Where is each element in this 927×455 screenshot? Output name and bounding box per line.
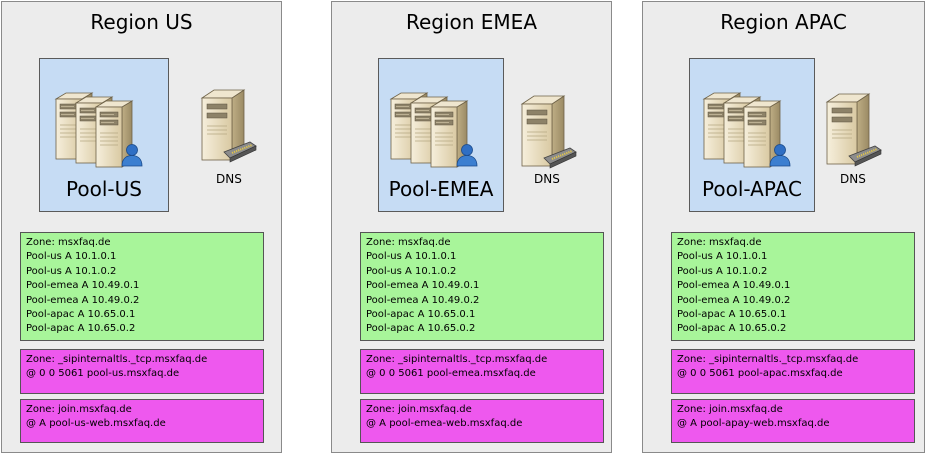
zone-record: Zone: _sipinternaltls._tcp.msxfaq.de [677,354,859,365]
zone-record: Pool-emea A 10.49.0.2 [677,294,791,306]
zone-record: Pool-apac A 10.65.0.2 [366,323,476,335]
zone-record: Zone: msxfaq.de [677,237,762,248]
zone-join-box: Zone: join.msxfaq.de @ A pool-emea-web.m… [360,399,604,443]
zone-record: Zone: _sipinternaltls._tcp.msxfaq.de [366,354,548,365]
zone-main-box: Zone: msxfaq.de Pool-us A 10.1.0.1 Pool-… [671,232,915,341]
zone-record: Pool-apac A 10.65.0.2 [26,323,136,335]
pool-box: Pool-US [39,58,169,212]
zone-join-box: Zone: join.msxfaq.de @ A pool-apay-web.m… [671,399,915,443]
region-panel: Region EMEA Pool-EMEA DNS Zone: msxfaq.d… [331,1,612,453]
region-title: Region EMEA [405,10,538,34]
dns-server-icon [198,86,258,176]
server-pool-icon [54,81,154,171]
pool-label: Pool-EMEA [388,177,494,201]
zone-record: @ 0 0 5061 pool-emea.msxfaq.de [366,368,536,380]
zone-record: Zone: join.msxfaq.de [366,404,472,415]
dns-server-icon [518,92,578,182]
zone-record: Pool-us A 10.1.0.2 [26,265,117,277]
zone-join-box: Zone: join.msxfaq.de @ A pool-us-web.msx… [20,399,264,443]
zone-record: Zone: join.msxfaq.de [677,404,783,415]
zone-record: Zone: join.msxfaq.de [26,404,132,415]
server-pool-icon [389,81,489,171]
zone-record: Pool-emea A 10.49.0.2 [366,294,480,306]
zone-record: Pool-emea A 10.49.0.1 [366,280,480,292]
region-panel: Region APAC Pool-APAC DNS Zone: msxfaq.d… [642,1,925,453]
region-panel: Region US Pool-US DNS Zone: msxfaq.de Po… [1,1,282,453]
zone-record: Zone: msxfaq.de [26,237,111,248]
dns-label: DNS [216,172,242,186]
zone-srv-box: Zone: _sipinternaltls._tcp.msxfaq.de @ 0… [671,349,915,394]
zone-record: @ A pool-apay-web.msxfaq.de [677,418,830,430]
zone-record: Pool-apac A 10.65.0.2 [677,323,787,335]
region-title: Region APAC [720,10,847,34]
dns-server-icon [823,90,883,180]
zone-main-box: Zone: msxfaq.de Pool-us A 10.1.0.1 Pool-… [20,232,264,341]
dns-label: DNS [534,172,560,186]
zone-record: Zone: msxfaq.de [366,237,451,248]
pool-box: Pool-APAC [689,58,815,212]
zone-record: @ 0 0 5061 pool-apac.msxfaq.de [677,368,843,380]
server-pool-icon [702,81,802,171]
zone-record: @ 0 0 5061 pool-us.msxfaq.de [26,368,180,380]
pool-label: Pool-APAC [702,177,802,201]
zone-record: Pool-us A 10.1.0.2 [677,265,768,277]
zone-record: @ A pool-emea-web.msxfaq.de [366,418,523,430]
zone-main-box: Zone: msxfaq.de Pool-us A 10.1.0.1 Pool-… [360,232,604,341]
zone-record: Pool-us A 10.1.0.1 [26,251,117,263]
dns-label: DNS [840,172,866,186]
zone-record: Pool-emea A 10.49.0.1 [677,280,791,292]
zone-record: Pool-apac A 10.65.0.1 [677,309,787,321]
zone-record: Pool-emea A 10.49.0.2 [26,294,140,306]
zone-srv-box: Zone: _sipinternaltls._tcp.msxfaq.de @ 0… [360,349,604,394]
zone-record: Pool-apac A 10.65.0.1 [366,309,476,321]
zone-record: Pool-us A 10.1.0.1 [366,251,457,263]
zone-record: Pool-us A 10.1.0.1 [677,251,768,263]
zone-record: Pool-apac A 10.65.0.1 [26,309,136,321]
zone-record: Zone: _sipinternaltls._tcp.msxfaq.de [26,354,208,365]
zone-record: Pool-emea A 10.49.0.1 [26,280,140,292]
zone-record: Pool-us A 10.1.0.2 [366,265,457,277]
zone-srv-box: Zone: _sipinternaltls._tcp.msxfaq.de @ 0… [20,349,264,394]
region-title: Region US [90,10,193,34]
pool-label: Pool-US [66,177,142,201]
pool-box: Pool-EMEA [378,58,504,212]
zone-record: @ A pool-us-web.msxfaq.de [26,418,166,430]
